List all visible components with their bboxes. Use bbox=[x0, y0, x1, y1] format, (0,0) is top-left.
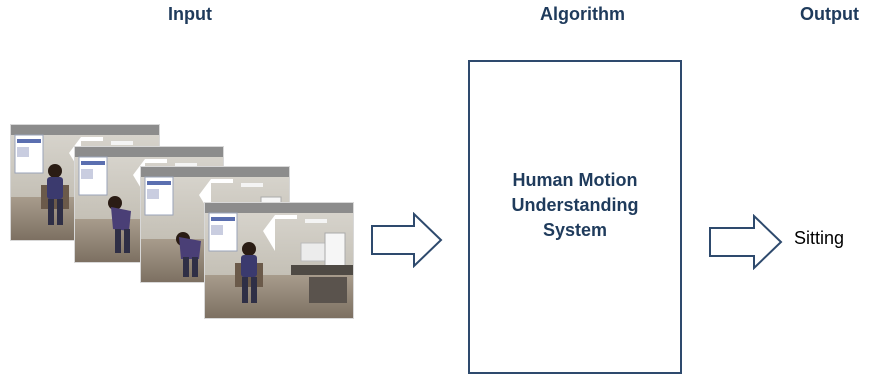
algorithm-label-line-2: Understanding bbox=[511, 195, 639, 215]
algorithm-label-line-1: Human Motion bbox=[512, 170, 638, 190]
output-label: Sitting bbox=[794, 228, 845, 248]
algorithm-box bbox=[468, 60, 682, 374]
video-frame-4 bbox=[204, 202, 354, 319]
algorithm-label-line-3: System bbox=[542, 220, 608, 240]
output-header: Output bbox=[800, 4, 859, 24]
input-to-algorithm-arrow bbox=[371, 212, 443, 268]
algorithm-label: Human Motion Understanding System bbox=[468, 168, 682, 243]
algorithm-to-output-arrow bbox=[709, 214, 783, 270]
algorithm-header: Algorithm bbox=[540, 4, 625, 24]
input-header: Input bbox=[168, 4, 212, 24]
